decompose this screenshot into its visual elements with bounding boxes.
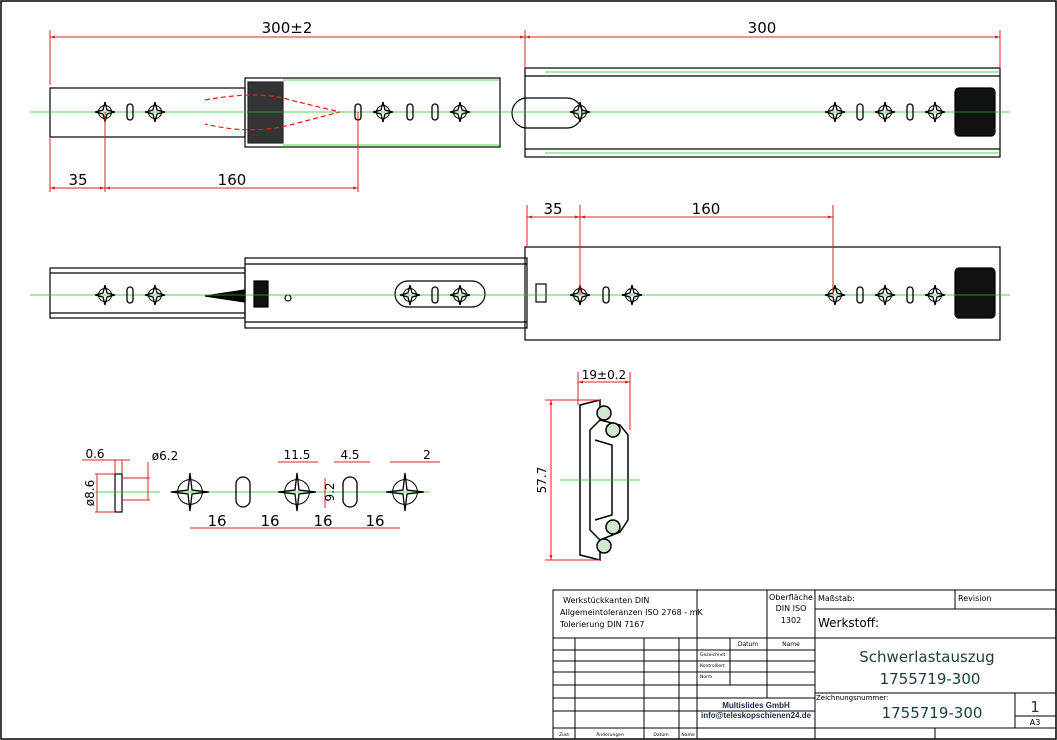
cross-hole-icon <box>874 284 896 306</box>
cross-hole-icon <box>874 101 896 123</box>
cross-hole-icon <box>449 284 471 306</box>
cross-hole-icon <box>94 101 116 123</box>
middle-rail <box>244 77 501 148</box>
top-dimensions <box>49 30 1001 192</box>
inner-rail <box>49 267 246 319</box>
slot-hole-icon <box>342 476 358 508</box>
dim-section-width: 19±0.2 <box>582 368 626 382</box>
cross-hole-icon <box>144 101 166 123</box>
row-checked: Kontrolliert <box>700 663 725 669</box>
dim-section-height: 57.7 <box>535 467 549 494</box>
dim-dia-6-2: ø6.2 <box>152 449 178 463</box>
outer-rail <box>524 67 1001 158</box>
cross-hole-icon <box>569 284 591 306</box>
sheet-format: A3 <box>1030 718 1041 727</box>
drawing-title: Schwerlastauszug <box>859 648 994 666</box>
dim-pitch-16: 16 <box>260 512 279 530</box>
dim-160-side: 160 <box>692 200 721 218</box>
slot-hole-icon <box>431 103 439 121</box>
cross-hole-icon <box>94 284 116 306</box>
note-edges: Werkstückkanten DIN <box>563 596 649 605</box>
slot-hole-icon <box>126 103 134 121</box>
top-view <box>30 67 1010 158</box>
scale-label: Maßstab: <box>818 594 855 603</box>
dim-2: 2 <box>423 448 431 462</box>
cross-hole-icon <box>824 284 846 306</box>
drawing-number: 1755719-300 <box>882 704 983 722</box>
footer-status: Zust <box>559 732 569 738</box>
cross-hole-icon <box>924 284 946 306</box>
dim-11-5: 11.5 <box>284 448 311 462</box>
slot-hole-icon <box>906 286 914 304</box>
mounting-holes-top <box>94 101 946 123</box>
cross-hole-icon <box>144 284 166 306</box>
cross-hole-icon <box>170 472 210 512</box>
note-tolerancing: Tolerierung DIN 7167 <box>559 620 644 629</box>
slot-hole-icon <box>906 103 914 121</box>
slot-hole-icon <box>431 286 439 304</box>
cross-hole-icon <box>621 284 643 306</box>
slot-hole-icon <box>126 286 134 304</box>
footer-name: Name <box>681 732 695 738</box>
company-name: Multislides GmbH <box>722 701 790 710</box>
cross-hole-icon <box>399 284 421 306</box>
dim-pitch-16: 16 <box>365 512 384 530</box>
revision-label: Revision <box>958 594 991 603</box>
section-dimensions <box>545 372 631 561</box>
cross-hole-icon <box>277 472 317 512</box>
row-drawn: Gezeichnet <box>700 652 726 658</box>
dim-0-6: 0.6 <box>85 447 104 461</box>
datum-header: Datum <box>738 641 758 648</box>
hole-detail <box>170 472 430 512</box>
detail-dimensions <box>82 459 440 529</box>
footer-changes: Änderungen <box>596 731 624 738</box>
cross-hole-icon <box>372 101 394 123</box>
dim-160-top: 160 <box>218 171 247 189</box>
slot-hole-icon <box>235 476 251 508</box>
note-tolerances: Allgemeintoleranzen ISO 2768 - mK <box>560 608 704 617</box>
mounting-holes-side <box>94 284 946 306</box>
dim-35-side: 35 <box>543 200 562 218</box>
cross-hole-icon <box>449 101 471 123</box>
outer-rail <box>524 246 1001 341</box>
title-block <box>552 589 1057 740</box>
slot-hole-icon <box>856 103 864 121</box>
title-number: 1755719-300 <box>880 670 981 688</box>
dim-pitch-16: 16 <box>313 512 332 530</box>
cross-section <box>560 399 640 561</box>
surface-label: Oberfläche <box>769 593 813 602</box>
cross-hole-icon <box>824 101 846 123</box>
cross-hole-icon <box>569 101 591 123</box>
side-view <box>30 246 1010 341</box>
side-dimensions <box>526 205 834 295</box>
slot-hole-icon <box>602 286 610 304</box>
surface-number: 1302 <box>781 616 801 625</box>
slot-hole-icon <box>856 286 864 304</box>
footer-date: Datum <box>653 732 668 738</box>
drawing-number-label: Zeichnungsnummer: <box>816 694 889 702</box>
company-email: info@teleskopschienen24.de <box>701 711 812 720</box>
sheet-number: 1 <box>1030 698 1040 716</box>
dim-4-5: 4.5 <box>340 448 359 462</box>
dim-300: 300 <box>748 19 777 37</box>
dim-300-tolerance: 300±2 <box>262 19 313 37</box>
slot-hole-icon <box>406 103 414 121</box>
dim-pitch-16: 16 <box>207 512 226 530</box>
cross-hole-icon <box>385 472 425 512</box>
washer-section <box>95 473 160 513</box>
dim-9-2: 9.2 <box>323 482 337 501</box>
dim-35-top: 35 <box>68 171 87 189</box>
surface-standard: DIN ISO <box>776 604 807 613</box>
cross-hole-icon <box>924 101 946 123</box>
name-header: Name <box>782 641 800 648</box>
dim-dia-8-6: ø8.6 <box>83 480 97 506</box>
row-standard: Norm <box>700 674 712 680</box>
material-label: Werkstoff: <box>818 616 879 630</box>
